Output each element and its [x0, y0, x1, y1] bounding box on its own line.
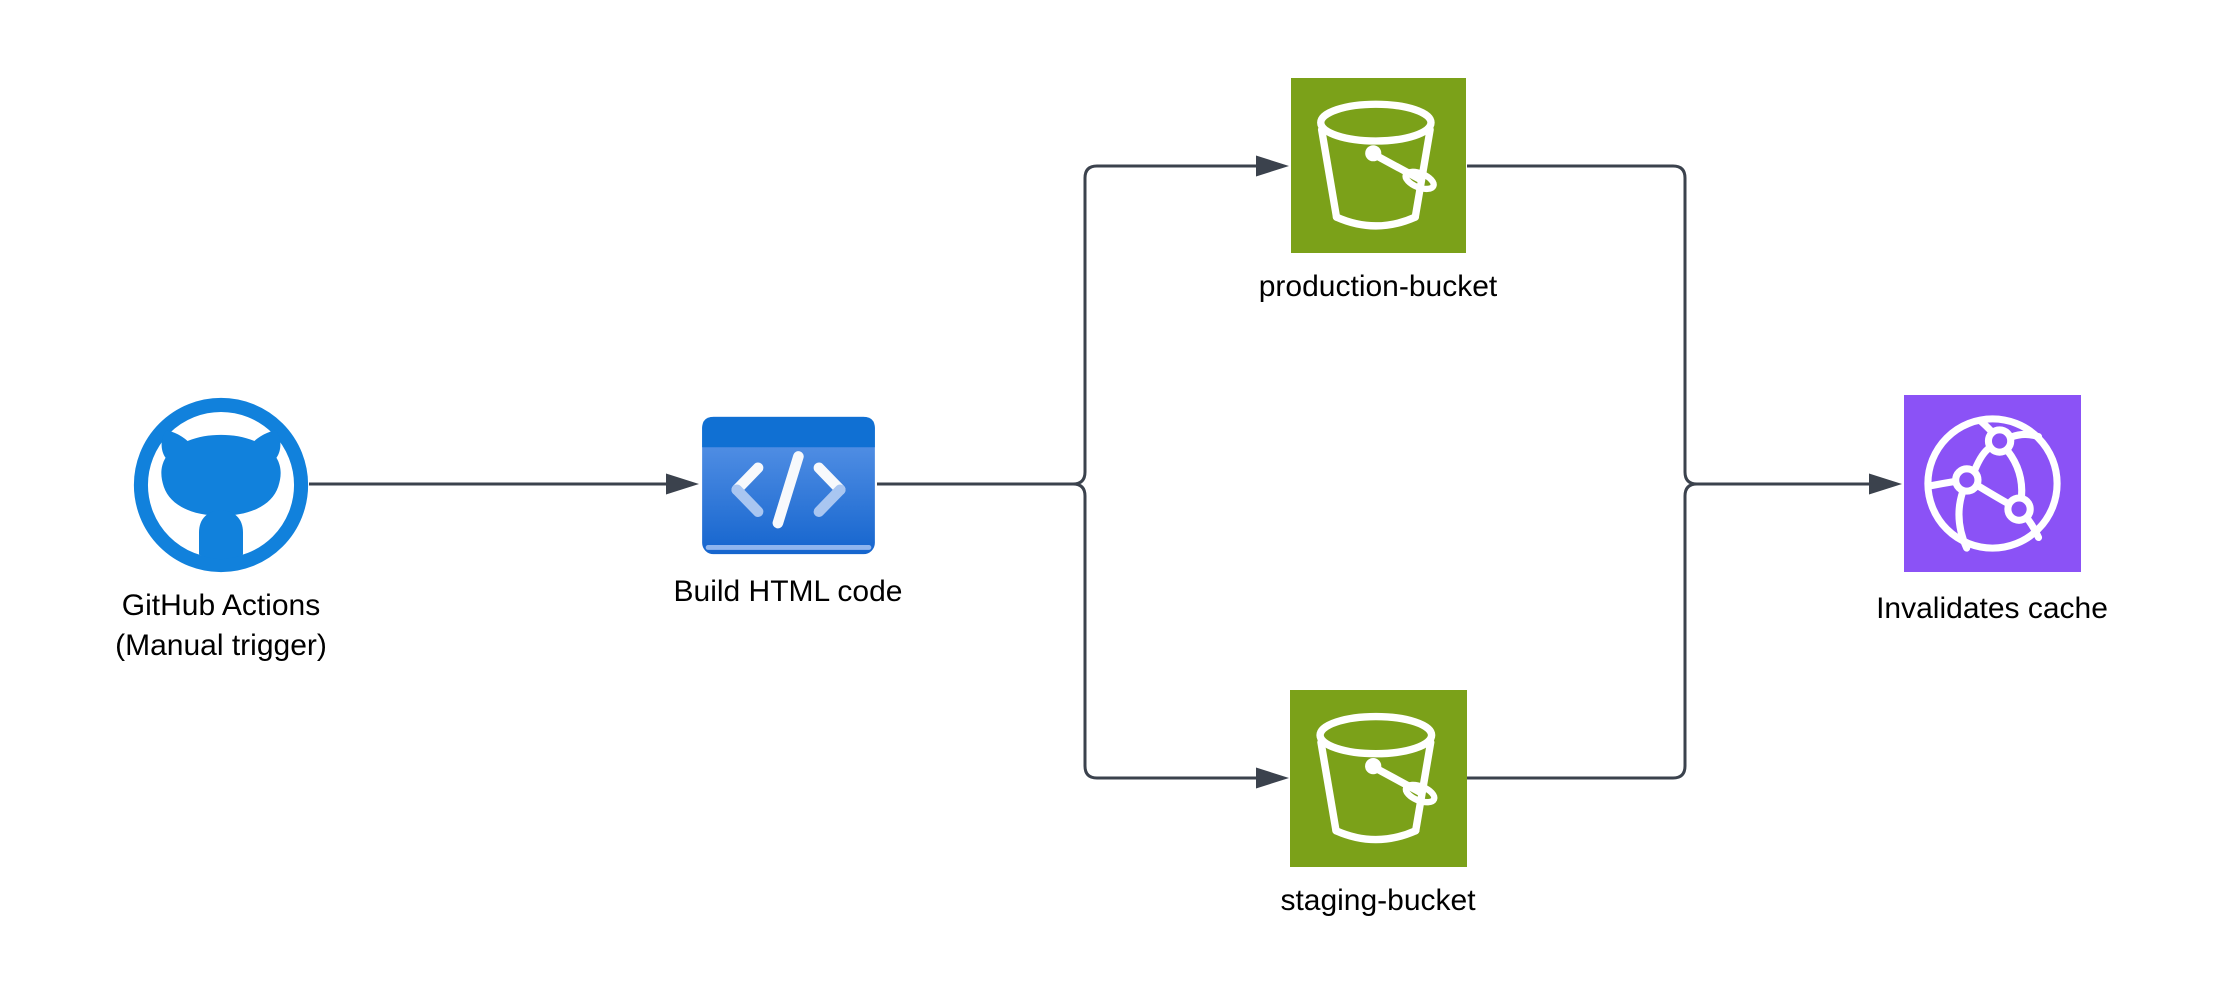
node-staging-bucket: [1290, 690, 1467, 867]
connector-build-to-staging: [877, 482, 1257, 780]
node-production-bucket: [1290, 78, 1467, 253]
arrowhead-into-cloudfront: [1869, 473, 1902, 495]
s3-bucket-left-side: [1317, 125, 1341, 221]
s3-bucket-glyph: [1317, 100, 1437, 230]
cloudfront-globe-glyph: [1924, 415, 2061, 552]
cloudfront-arc-left: [1925, 477, 1959, 490]
code-glyph-right-bracket-bottom: [813, 484, 846, 518]
github-cat-body: [199, 510, 243, 560]
code-window-shine: [705, 544, 872, 550]
cloudfront-arc-left-to-bottomright: [1974, 482, 2012, 507]
node-build-html-code: [700, 414, 877, 557]
s3-bucket-handle-knob: [1365, 757, 1382, 775]
node-invalidates-cache: [1903, 395, 2082, 572]
github-cat-head: [161, 430, 281, 516]
node-build-html-code-label: Build HTML code: [673, 575, 903, 608]
s3-bucket-rim: [1316, 712, 1436, 758]
cloudfront-node-bottomright: [2004, 494, 2034, 524]
connector-staging-to-cloudfront: [1467, 482, 1698, 780]
github-label-line1: GitHub Actions: [121, 589, 321, 622]
code-glyph: [731, 451, 846, 529]
s3-bucket-glyph: [1316, 712, 1438, 844]
arrowhead-into-production: [1256, 155, 1289, 177]
code-glyph-slash: [772, 451, 804, 529]
arrowhead-into-build: [666, 473, 699, 495]
node-github-actions-label: GitHub Actions (Manual trigger): [21, 586, 421, 666]
arrowhead-into-staging: [1256, 767, 1289, 789]
cloudfront-node-left: [1952, 465, 1982, 495]
code-window-titlebar: [702, 416, 875, 448]
s3-bucket-bottom: [1332, 826, 1420, 844]
s3-bucket-left-side: [1317, 738, 1340, 835]
s3-bucket-handle-knob: [1365, 145, 1382, 162]
github-octocat-icon: [133, 397, 309, 573]
s3-bucket-handle-loop: [1402, 781, 1438, 806]
node-production-bucket-label: production-bucket: [1258, 270, 1498, 303]
s3-bucket-icon: [1291, 78, 1466, 253]
connector-build-to-production: [877, 164, 1257, 486]
s3-bucket-icon: [1290, 690, 1467, 867]
node-invalidates-cache-label: Invalidates cache: [1876, 592, 2108, 625]
github-label-line2: (Manual trigger): [115, 629, 327, 662]
code-glyph-left-bracket-bottom: [731, 484, 764, 518]
cloudfront-globe-icon: [1904, 395, 2081, 572]
cloudfront-arc-top-to-bottomright: [2004, 447, 2026, 501]
code-window-icon: [702, 416, 875, 555]
cloudfront-arc-down-left: [1955, 488, 1971, 552]
cloudfront-edge-nodes: [1952, 426, 2034, 524]
s3-bucket-handle-loop: [1402, 168, 1437, 193]
cloudfront-arc-top-right: [2008, 430, 2043, 441]
node-github-actions: [133, 397, 309, 573]
cloudfront-node-top: [1984, 426, 2015, 456]
s3-bucket-bottom: [1332, 213, 1419, 230]
connector-production-to-cloudfront: [1467, 164, 1870, 486]
connector-lines: [309, 164, 1870, 780]
s3-bucket-rim: [1317, 100, 1435, 145]
connector-arrowheads: [666, 155, 1902, 789]
node-staging-bucket-label: staging-bucket: [1280, 884, 1476, 917]
